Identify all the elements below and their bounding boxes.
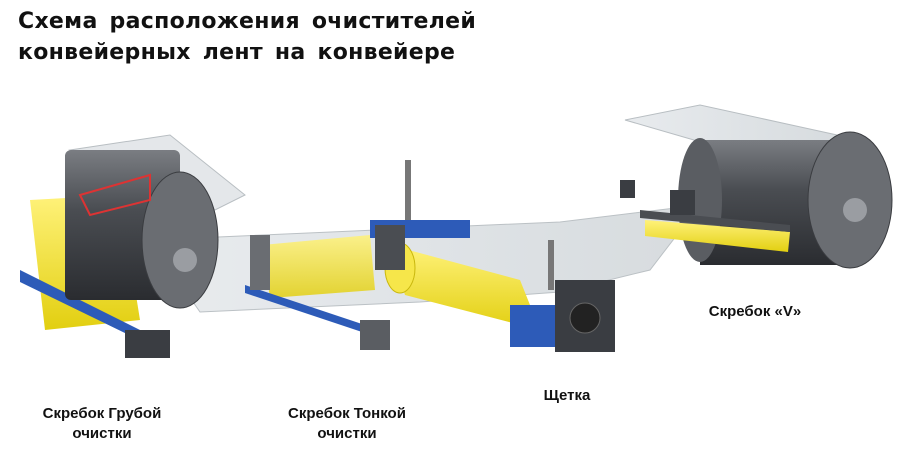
label-fine-scraper-line1: Скребок Тонкой — [288, 405, 406, 422]
label-fine-scraper-line2: очистки — [317, 425, 377, 442]
fine-scraper-tensioner — [360, 320, 390, 350]
label-brush: Щетка — [543, 387, 591, 404]
brush-cleaner — [370, 160, 615, 352]
fine-scraper-frame — [245, 285, 380, 338]
title-line-2: конвейерных лент на конвейере — [18, 40, 456, 65]
coarse-scraper-tensioner — [125, 330, 170, 358]
label-v-scraper: Скребок «V» — [708, 303, 802, 320]
title-line-1: Схема расположения очистителей — [18, 9, 477, 34]
v-scraper — [620, 180, 790, 252]
label-fine-scraper: Скребок Тонкой очистки — [267, 404, 427, 444]
label-coarse-scraper: Скребок Грубой очистки — [22, 404, 182, 444]
page-title: Схема расположения очистителей конвейерн… — [18, 6, 476, 68]
fine-scraper-bracket — [250, 235, 270, 290]
head-drum — [65, 150, 219, 309]
fine-scraper-blade — [262, 235, 375, 298]
label-coarse-scraper-line1: Скребок Грубой — [42, 405, 162, 422]
label-coarse-scraper-line2: очистки — [72, 425, 132, 442]
